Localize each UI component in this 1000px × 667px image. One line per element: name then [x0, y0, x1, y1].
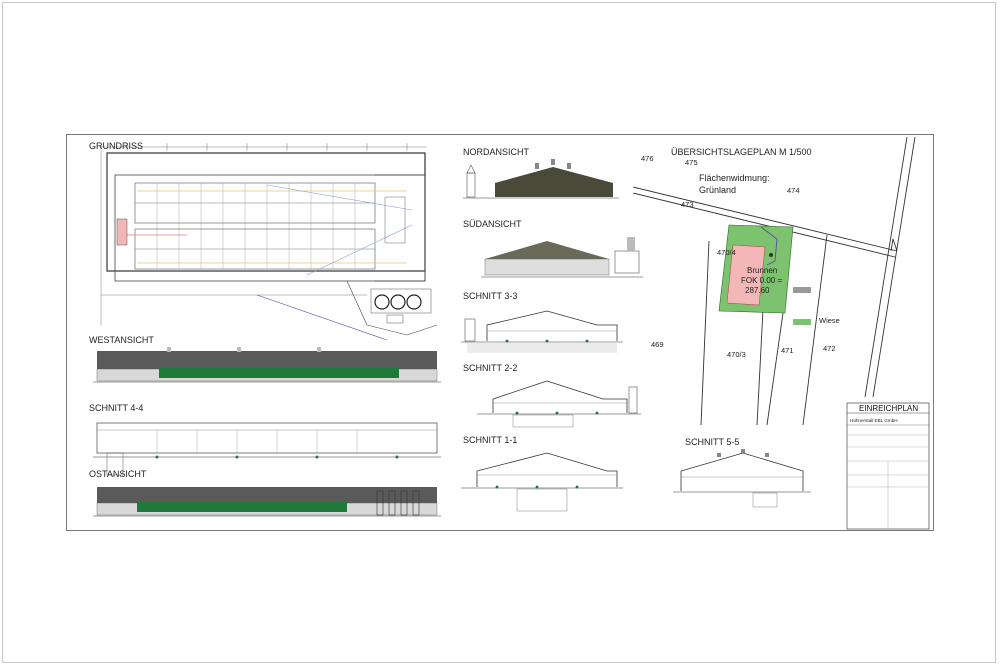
label-ostansicht: OSTANSICHT [89, 469, 147, 479]
label-westansicht: WESTANSICHT [89, 335, 154, 345]
schnitt-4-4-section: SCHNITT 4-4 [89, 403, 441, 476]
label-brunnen: Brunnen [747, 266, 777, 275]
suedansicht-elevation: SÜDANSICHT [463, 219, 643, 278]
titleblock-company: Hühnerstall EBL GmbH [850, 418, 898, 423]
titleblock-title: EINREICHPLAN [859, 404, 918, 413]
parcel-471: 471 [781, 346, 794, 355]
parcel-472: 472 [823, 344, 836, 353]
westansicht-elevation: WESTANSICHT [89, 335, 441, 383]
parcel-474: 474 [787, 186, 800, 195]
label-schnitt-1-1: SCHNITT 1-1 [463, 435, 517, 445]
parcel-470-3: 470/3 [727, 350, 746, 359]
label-fok-1: FOK 0.00 = [741, 276, 782, 285]
parcel-469: 469 [651, 340, 664, 349]
ostansicht-elevation: OSTANSICHT [89, 469, 441, 517]
lageplan-siteplan: ÜBERSICHTSLAGEPLAN M 1/500 Wiese Flächen… [632, 136, 916, 426]
plan-drawing: GRUNDRISS WESTANSICHT SCHNITT 4-4 OSTANS… [89, 136, 930, 530]
label-schnitt-5-5: SCHNITT 5-5 [685, 437, 739, 447]
label-schnitt-2-2: SCHNITT 2-2 [463, 363, 517, 373]
title-block: EINREICHPLAN Hühnerstall EBL GmbH [846, 402, 930, 530]
legend-wiese: Wiese [819, 316, 840, 325]
nordansicht-elevation: NORDANSICHT [463, 147, 619, 199]
label-fok-2: 287.60 [745, 286, 770, 295]
label-schnitt-3-3: SCHNITT 3-3 [463, 291, 517, 301]
label-widmung-1: Flächenwidmung: [699, 173, 770, 183]
label-schnitt-4-4: SCHNITT 4-4 [89, 403, 143, 413]
schnitt-1-1-section: SCHNITT 1-1 [461, 435, 623, 512]
schnitt-5-5-section: SCHNITT 5-5 [673, 437, 811, 508]
drawing-sheet: GRUNDRISS WESTANSICHT SCHNITT 4-4 OSTANS… [66, 134, 934, 531]
schnitt-2-2-section: SCHNITT 2-2 [463, 363, 641, 428]
parcel-473: 473 [681, 200, 694, 209]
parcel-475: 475 [685, 158, 698, 167]
label-widmung-2: Grünland [699, 185, 736, 195]
label-nordansicht: NORDANSICHT [463, 147, 530, 157]
parcel-470-4: 470/4 [717, 248, 736, 257]
schnitt-3-3-section: SCHNITT 3-3 [461, 291, 623, 353]
label-suedansicht: SÜDANSICHT [463, 219, 522, 229]
parcel-476: 476 [641, 154, 654, 163]
label-grundriss: GRUNDRISS [89, 141, 143, 151]
label-lageplan: ÜBERSICHTSLAGEPLAN M 1/500 [671, 147, 812, 157]
grundriss-floorplan: GRUNDRISS [89, 141, 438, 341]
